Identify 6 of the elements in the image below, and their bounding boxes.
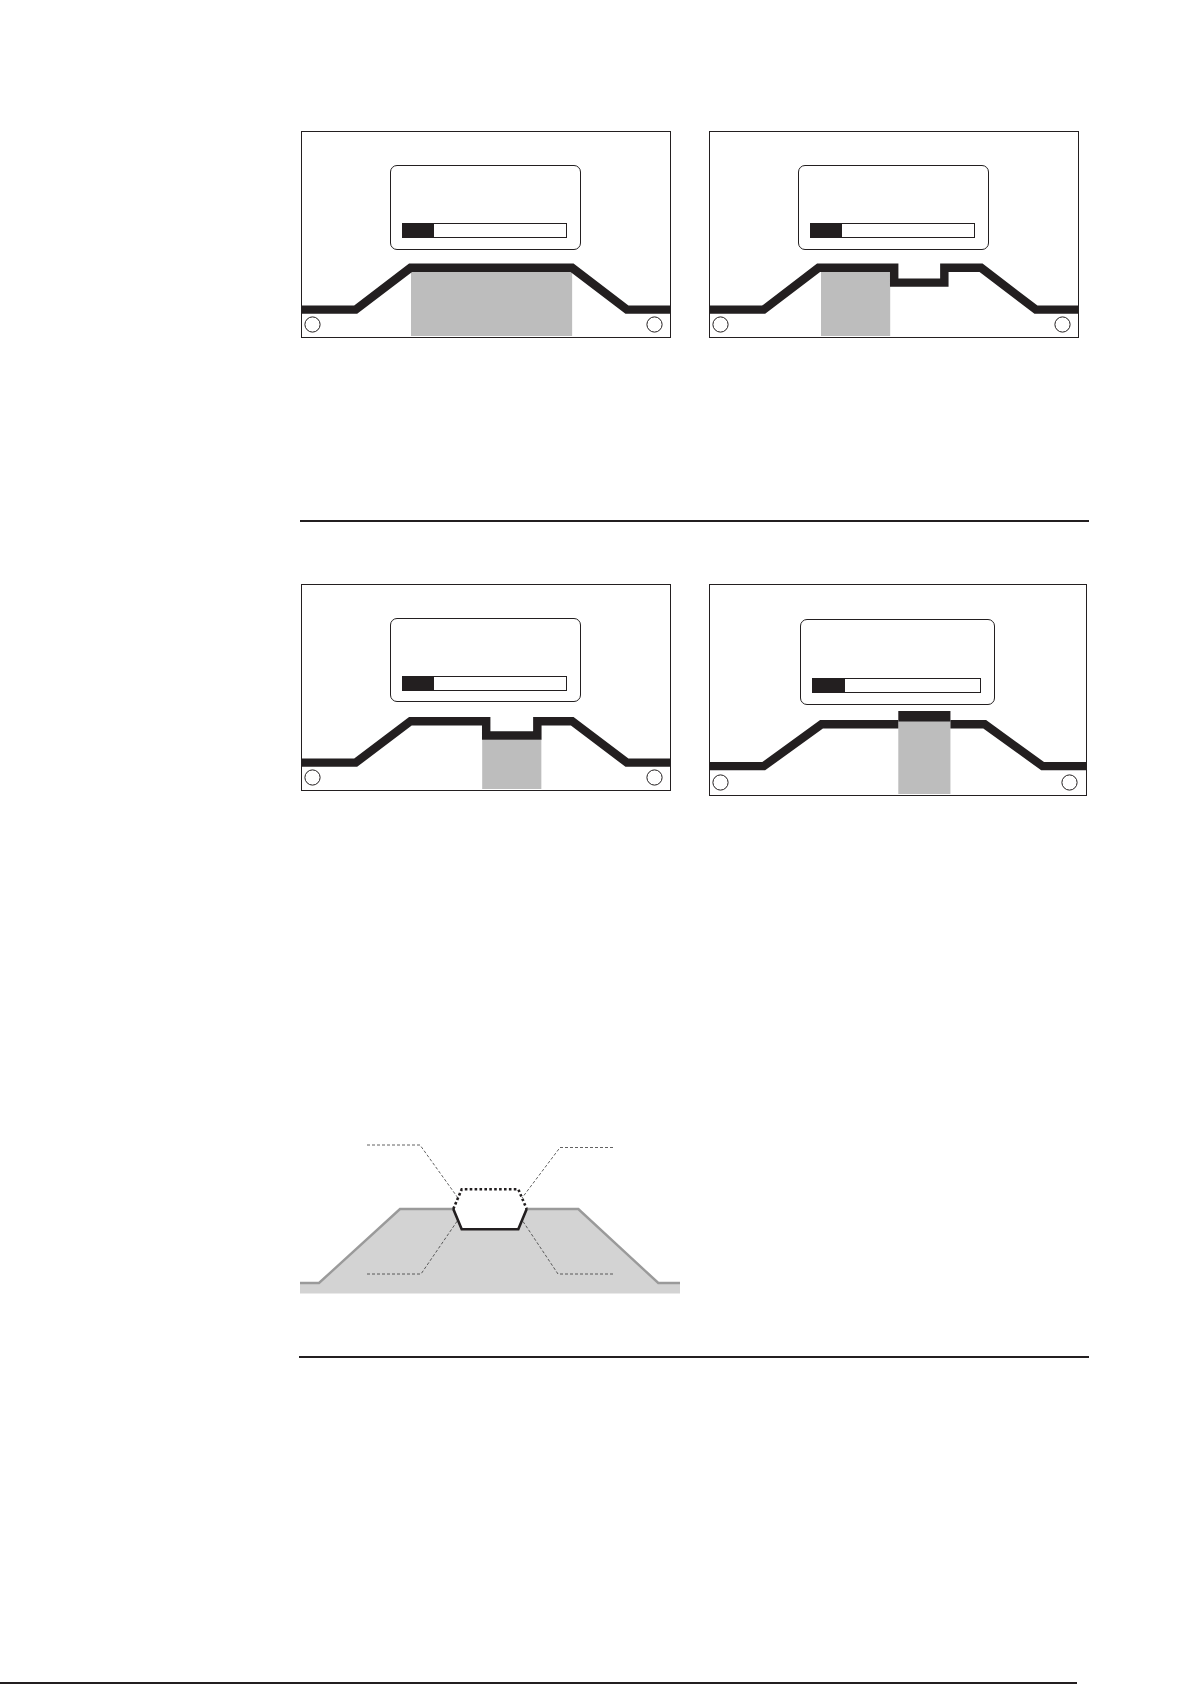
leader-line xyxy=(366,1219,459,1275)
leader-line xyxy=(521,1219,614,1275)
cut-outline xyxy=(452,1208,528,1231)
dotted-outline xyxy=(452,1188,528,1210)
leader-line xyxy=(366,1144,459,1199)
leader-line xyxy=(521,1147,614,1199)
